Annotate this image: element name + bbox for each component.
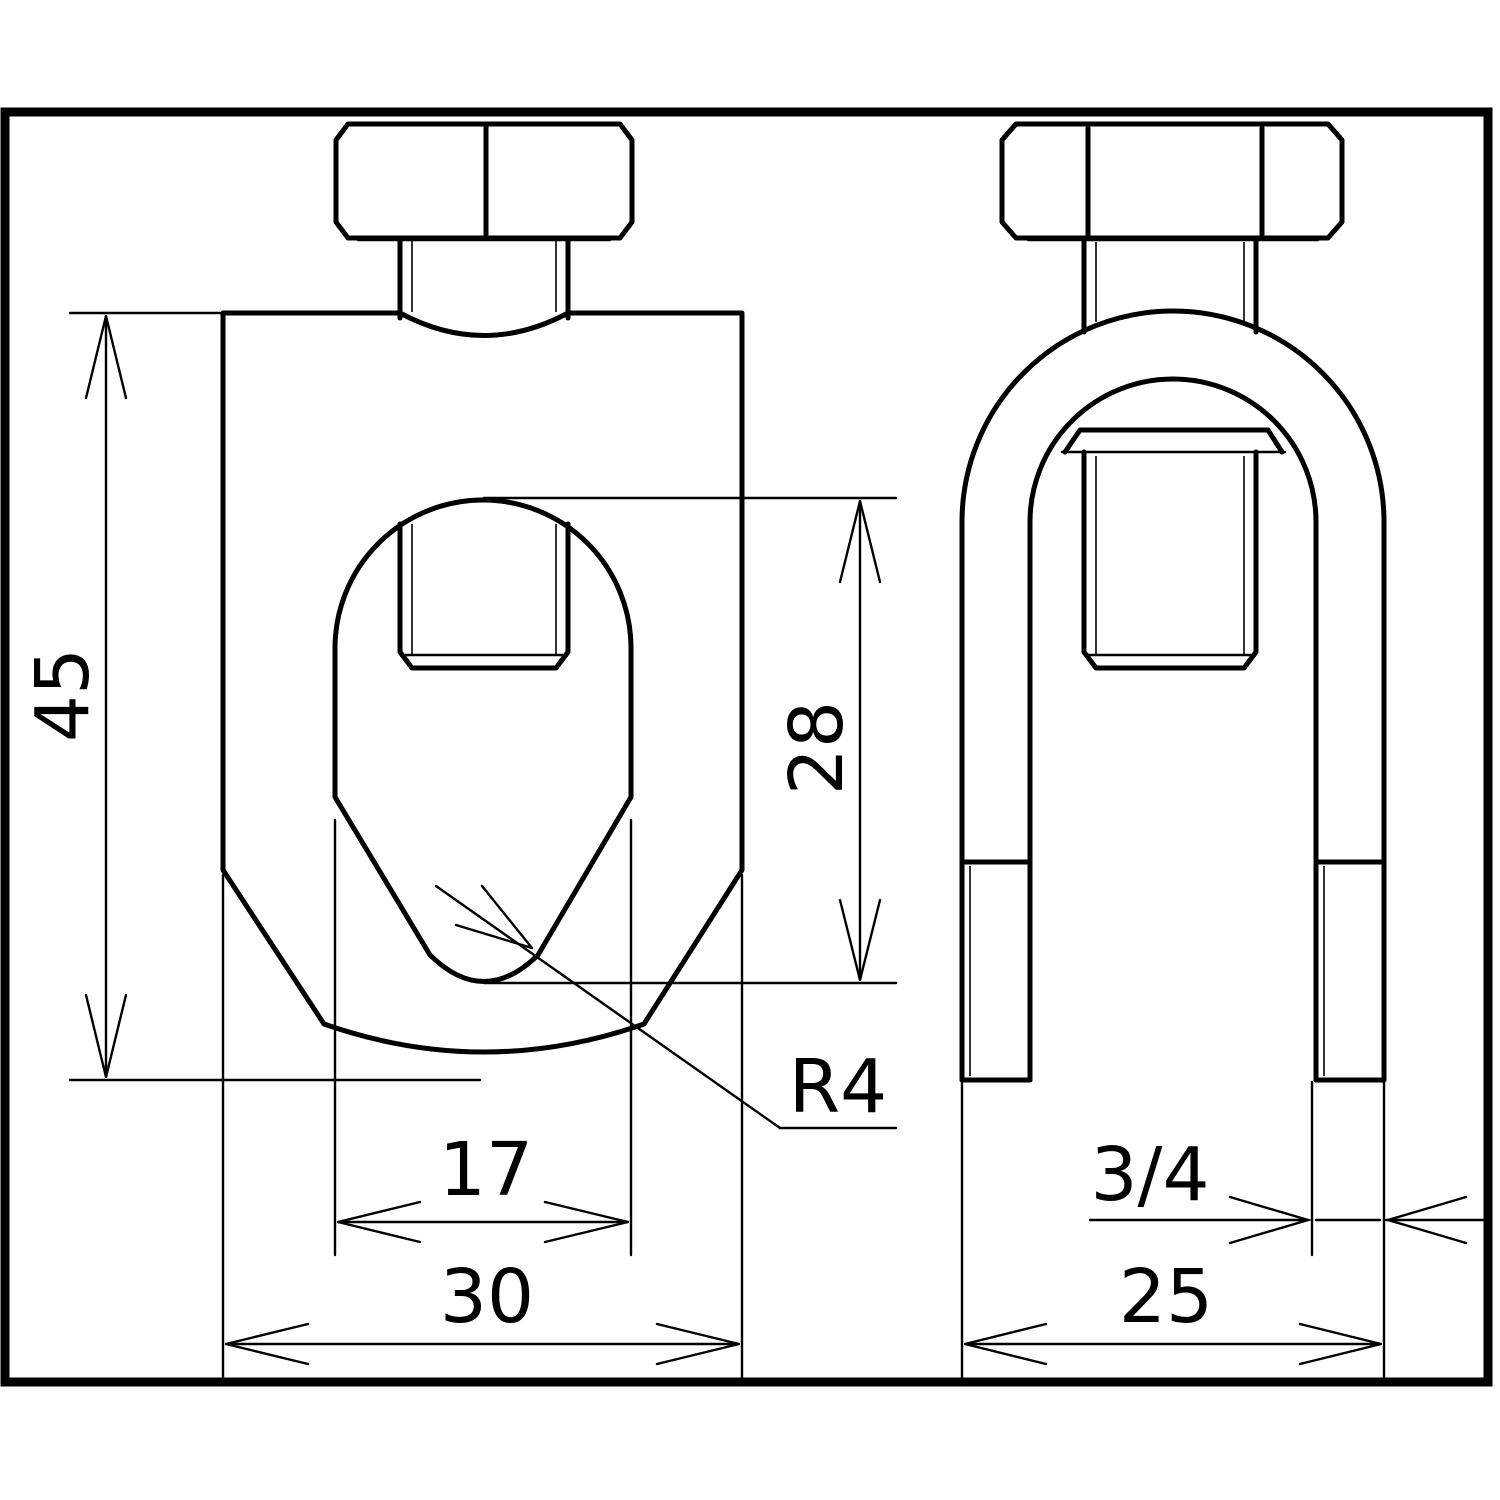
front-hex-nut <box>333 121 635 241</box>
dim-tip-radius: R4 <box>434 884 898 1130</box>
dim-slot-width: 17 <box>333 818 633 1257</box>
front-slot <box>332 497 634 984</box>
side-bracket-feet <box>959 859 1387 1083</box>
dim-side-width: 25 <box>960 1080 1386 1382</box>
drawing-frame <box>0 107 1493 1387</box>
side-bracket-outer <box>959 308 1387 1083</box>
dim-slot-width-label: 17 <box>439 1127 533 1213</box>
side-bolt-shank <box>1081 237 1259 335</box>
dim-slot-height: 28 <box>482 496 898 985</box>
dim-overall-width-label: 30 <box>440 1254 534 1340</box>
dim-overall-width: 30 <box>221 873 744 1382</box>
dim-overall-height-label: 45 <box>20 648 106 742</box>
side-bolt-end <box>1060 427 1287 671</box>
side-hex-nut <box>999 121 1345 242</box>
dim-side-width-label: 25 <box>1119 1254 1213 1340</box>
dim-slot-height-label: 28 <box>774 701 860 795</box>
dim-tip-radius-label: R4 <box>789 1044 888 1130</box>
front-bolt-end <box>397 521 571 671</box>
front-bolt-shank <box>356 235 612 321</box>
dim-thickness: 3/4 <box>1088 1080 1488 1257</box>
dim-thickness-label: 3/4 <box>1090 1132 1209 1218</box>
side-view <box>959 121 1387 1083</box>
dim-overall-height: 45 <box>20 311 482 1082</box>
side-bracket-inner <box>1027 376 1319 1083</box>
front-clamp-body <box>220 310 745 1055</box>
front-view <box>220 121 745 1055</box>
